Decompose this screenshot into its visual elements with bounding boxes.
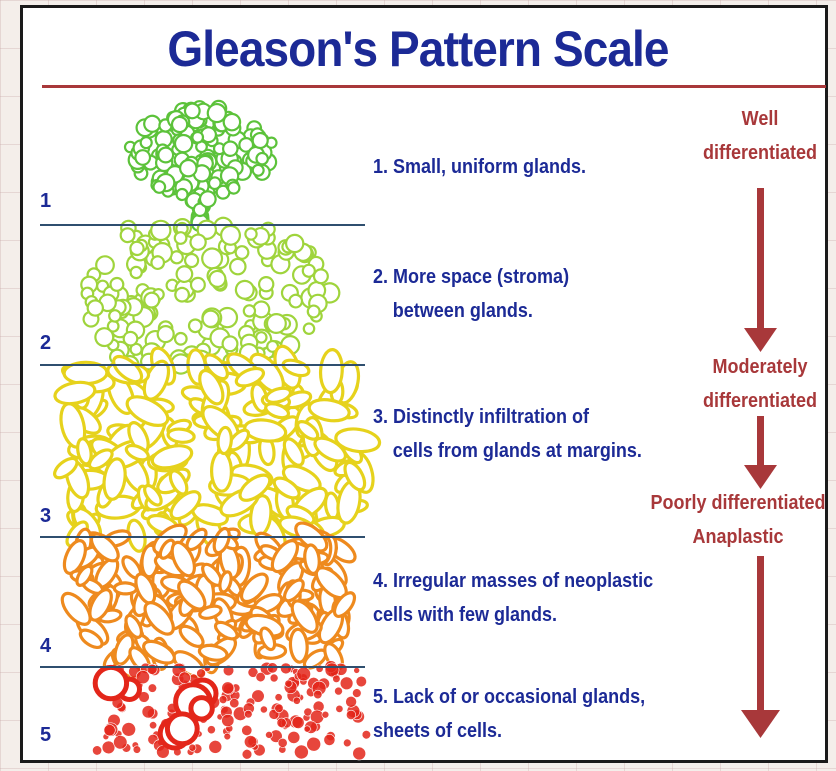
arrow-head-3	[741, 710, 780, 738]
arrow-shaft-1	[757, 188, 764, 330]
grade-label-well-line1: Well	[697, 102, 823, 136]
grade-label-moderate-line1: Moderately	[690, 350, 830, 384]
grade-label-moderate: Moderately differentiated	[690, 350, 830, 418]
grade-label-poor-line2: Anaplastic	[650, 520, 826, 554]
grade-label-well: Well differentiated	[697, 102, 823, 170]
arrow-head-1	[744, 328, 777, 352]
grade-label-poor: Poorly differentiated Anaplastic	[650, 486, 826, 554]
arrow-shaft-2	[757, 416, 764, 468]
grade-label-poor-line1: Poorly differentiated	[650, 486, 826, 520]
arrow-shaft-3	[757, 556, 764, 714]
grade-label-well-line2: differentiated	[697, 136, 823, 170]
grade-label-moderate-line2: differentiated	[690, 384, 830, 418]
